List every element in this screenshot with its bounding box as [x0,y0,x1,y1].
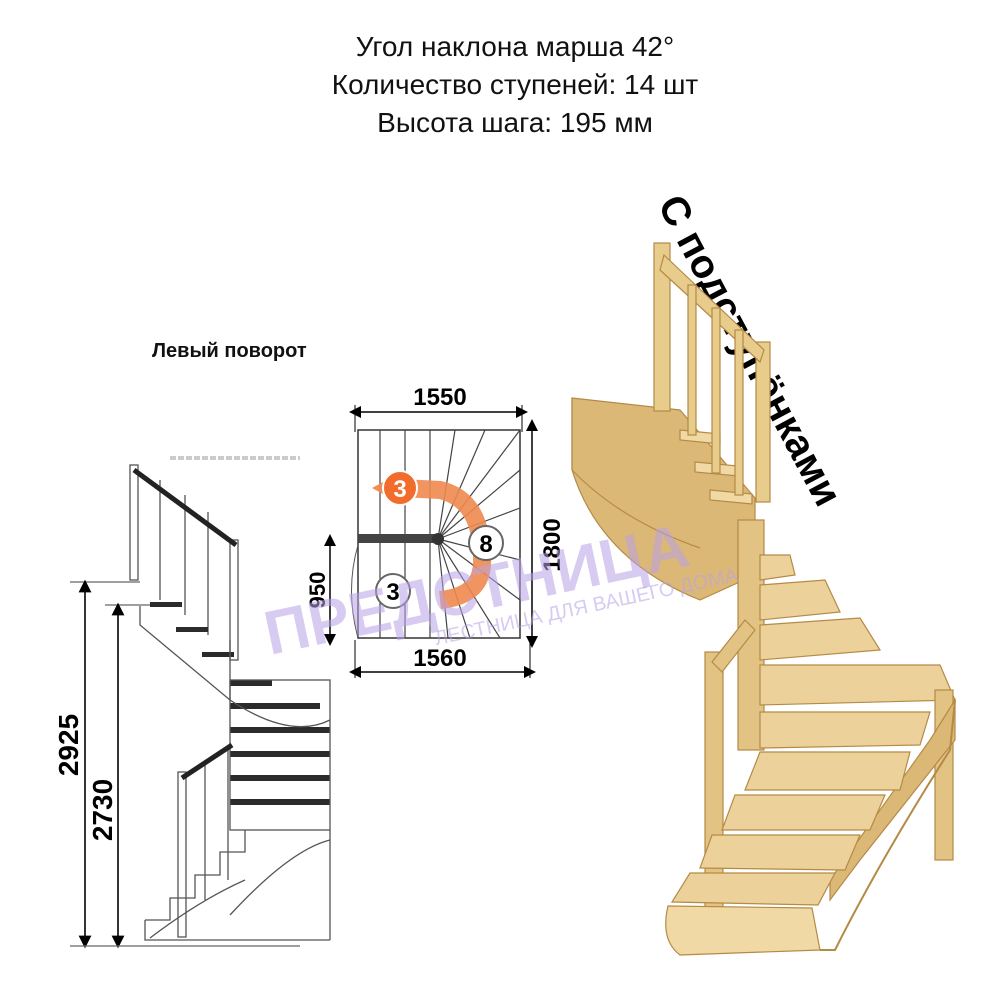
upper-treads [150,602,234,657]
plan-height-right-dim: 1800 [539,518,566,571]
plan-badge-top: 3 [382,470,418,506]
plan-height-left-dim: 950 [305,572,330,609]
steps-count-text: Количество ступеней: 14 шт [331,69,699,100]
svg-text:3: 3 [386,579,399,606]
plan-badge-right: 8 [468,525,504,561]
plan-width-bottom-dim: 1560 [413,645,466,672]
staircase-3d [571,242,956,956]
side-elevation [70,456,331,949]
turn-direction-label: Левый поворот [152,340,307,362]
svg-text:3: 3 [393,476,406,503]
floor-height-dim: 2730 [87,779,118,841]
total-height-dim: 2925 [53,714,84,776]
svg-text:8: 8 [479,531,492,558]
slope-angle-text: Угол наклона марша 42° [355,31,675,62]
header: Угол наклона марша 42° Количество ступен… [0,28,1000,142]
step-height-text: Высота шага: 195 мм [377,107,653,138]
stair-plan: 1550 1560 1800 950 [305,384,566,678]
plan-width-top-dim: 1550 [413,384,466,411]
plan-badge-bottom: 3 [375,573,411,609]
